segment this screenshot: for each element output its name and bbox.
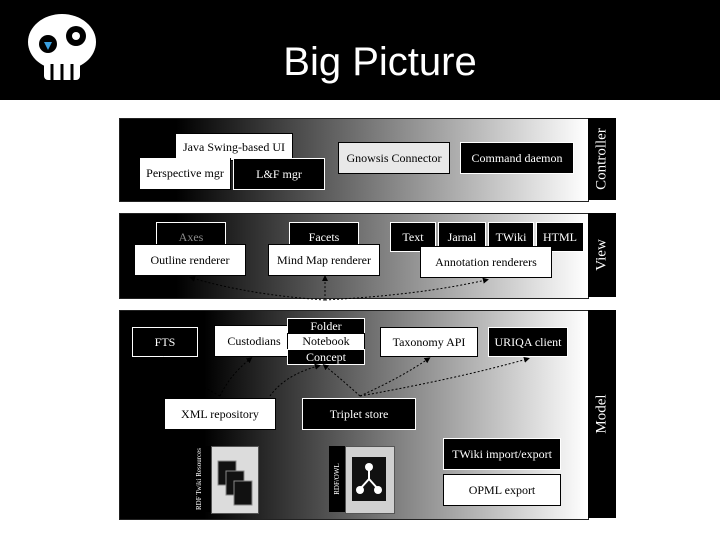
controller-side-label: Controller <box>588 118 616 200</box>
title-bar: Big Picture <box>0 0 720 100</box>
lf-mgr-box: L&F mgr <box>233 158 325 190</box>
graph-icon <box>352 457 386 501</box>
folder-box: Folder <box>287 318 365 334</box>
model-label: Model <box>593 394 610 434</box>
triplet-store-box: Triplet store <box>302 398 416 430</box>
notebook-box: Notebook <box>287 333 365 350</box>
model-side-label: Model <box>588 310 616 518</box>
triplet-graph-thumbnail <box>345 446 395 514</box>
xml-repository-box: XML repository <box>164 398 276 430</box>
view-label: View <box>593 239 610 271</box>
opml-export-box: OPML export <box>443 474 561 506</box>
controller-label: Controller <box>593 128 610 190</box>
perspective-mgr-box: Perspective mgr <box>139 158 231 190</box>
twiki-import-export-box: TWiki import/export <box>443 438 561 470</box>
slide-title: Big Picture <box>283 40 477 84</box>
uriqa-client-box: URIQA client <box>488 327 568 357</box>
rdf-owl-side-label: RDF/OWL <box>329 446 345 512</box>
view-side-label: View <box>588 213 616 297</box>
annotation-renderers-box: Annotation renderers <box>420 246 552 278</box>
mind-map-renderer-box: Mind Map renderer <box>268 244 380 276</box>
text-box: Text <box>390 222 436 252</box>
java-swing-ui-box: Java Swing-based UI <box>175 133 293 161</box>
rdf-resources-side-label: RDF Twiki Resources <box>187 446 211 512</box>
taxonomy-api-box: Taxonomy API <box>380 327 478 357</box>
gnowsis-connector-box: Gnowsis Connector <box>338 142 450 174</box>
command-daemon-box: Command daemon <box>460 142 574 174</box>
skull-logo-icon <box>28 14 96 80</box>
custodians-box: Custodians <box>214 325 294 357</box>
fts-box: FTS <box>132 327 198 357</box>
file-stack-icon <box>217 460 253 506</box>
outline-renderer-box: Outline renderer <box>134 244 246 276</box>
concept-box: Concept <box>287 349 365 365</box>
xml-files-thumbnail <box>211 446 259 514</box>
